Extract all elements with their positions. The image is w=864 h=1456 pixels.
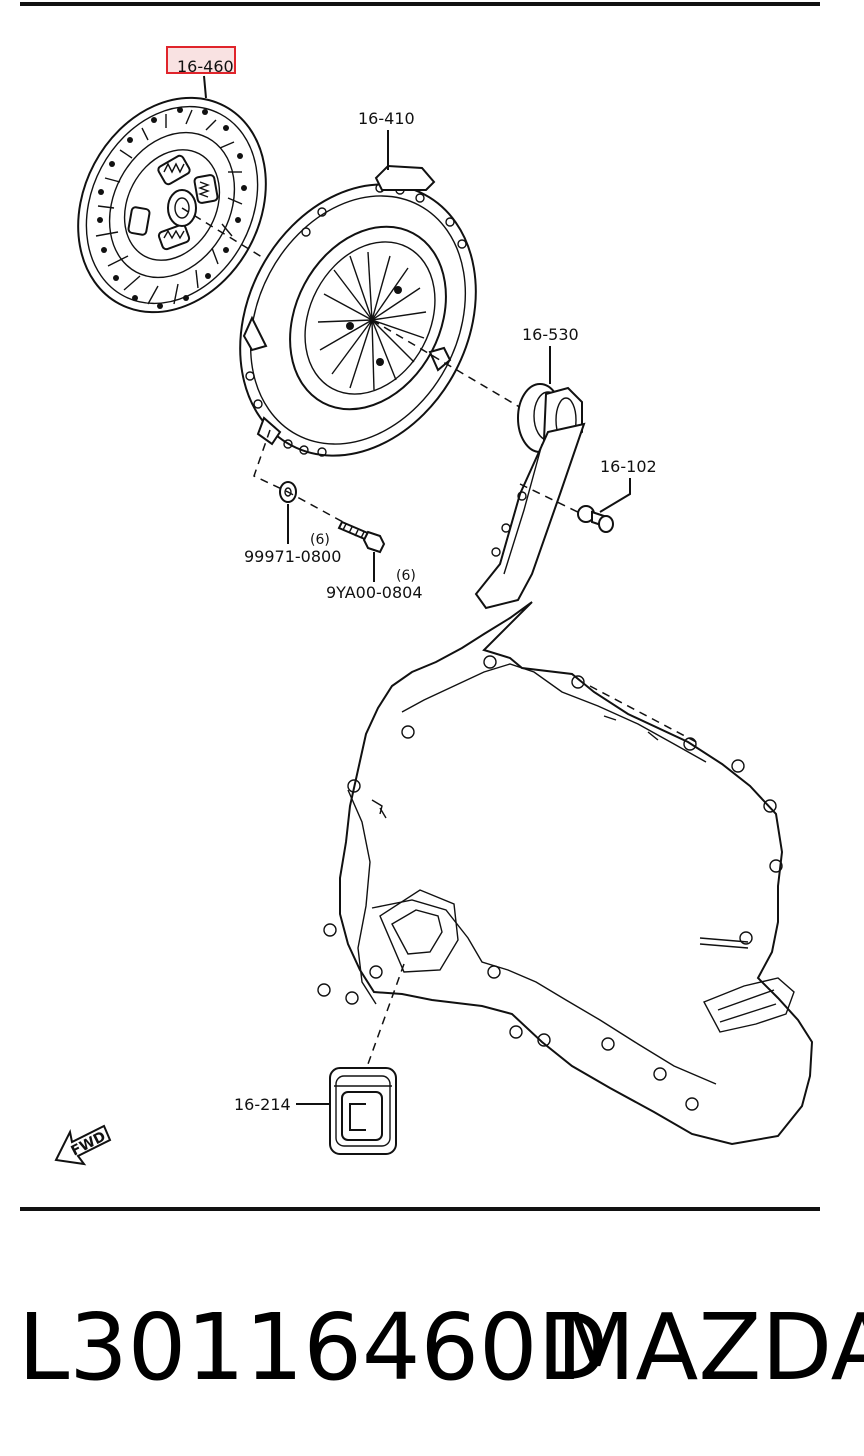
dust-boot[interactable] (329, 1067, 397, 1155)
part-number: L30116460D (18, 1294, 609, 1401)
washer[interactable] (279, 481, 297, 503)
callout-16-410[interactable]: 16-410 (358, 109, 415, 128)
callout-99971-0800[interactable]: 99971-0800 (244, 547, 341, 566)
callout-99971-0800-qty: (6) (310, 532, 330, 548)
callout-16-530[interactable]: 16-530 (522, 325, 579, 344)
forward-direction-arrow: FWD (54, 1124, 112, 1166)
callout-16-214[interactable]: 16-214 (234, 1095, 291, 1114)
callout-9ya00-0804[interactable]: 9YA00-0804 (326, 583, 423, 602)
callout-16-460[interactable]: 16-460 (177, 57, 234, 76)
clutch-disc[interactable] (42, 65, 303, 345)
transmission-case (317, 601, 814, 1146)
callout-9ya00-0804-qty: (6) (396, 568, 416, 584)
release-fork[interactable] (474, 422, 586, 610)
highlight-box (166, 46, 236, 74)
bolt[interactable] (337, 520, 386, 554)
brand-name: MAZDA (556, 1294, 864, 1401)
clutch-cover[interactable] (194, 143, 522, 497)
release-fork-pivot[interactable] (577, 505, 614, 533)
callout-16-102[interactable]: 16-102 (600, 457, 657, 476)
